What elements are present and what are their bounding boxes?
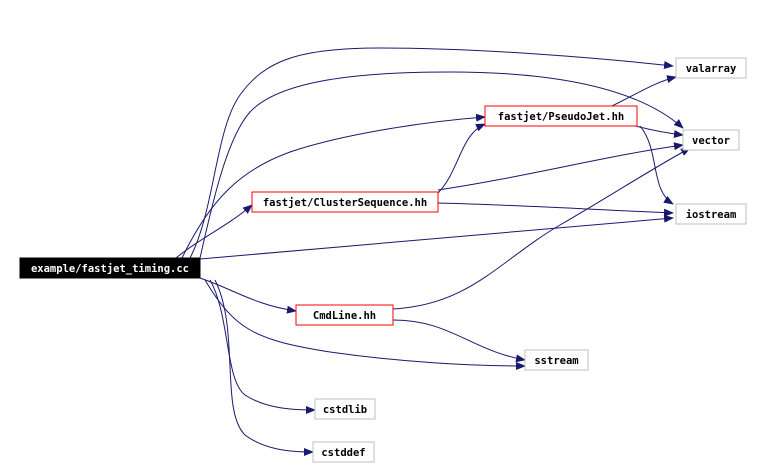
node-valarray[interactable]: valarray xyxy=(675,57,747,79)
node-root-label: example/fastjet_timing.cc xyxy=(31,263,189,275)
node-iostream-label: iostream xyxy=(686,209,737,221)
edge-root-to-sstream xyxy=(204,279,526,370)
node-root[interactable]: example/fastjet_timing.cc xyxy=(19,257,201,279)
edge-root-to-iostream xyxy=(199,214,674,260)
node-sstream-label: sstream xyxy=(534,355,578,367)
edge-pseudojet-to-valarray xyxy=(611,75,677,107)
edge-cmdline-to-vector xyxy=(392,147,691,310)
edge-root-to-pseudojet xyxy=(181,113,486,259)
node-cmdline[interactable]: CmdLine.hh xyxy=(295,304,394,326)
node-pseudojet-label: fastjet/PseudoJet.hh xyxy=(498,111,624,123)
edge-cmdline-to-sstream xyxy=(392,319,526,363)
edge-root-to-cstddef xyxy=(214,279,314,456)
node-cstdlib-label: cstdlib xyxy=(323,404,367,416)
edge-clustersequence-to-vector xyxy=(437,142,684,191)
edge-clustersequence-to-iostream xyxy=(437,202,674,217)
edge-root-to-cstdlib xyxy=(209,279,316,414)
node-vector-label: vector xyxy=(692,135,730,147)
node-valarray-label: valarray xyxy=(686,63,737,75)
node-cstddef[interactable]: cstddef xyxy=(312,441,375,463)
edge-root-to-valarray xyxy=(189,47,674,259)
edge-pseudojet-to-iostream xyxy=(639,125,674,205)
node-cmdline-label: CmdLine.hh xyxy=(313,310,376,322)
edge-clustersequence-to-pseudojet xyxy=(437,123,486,194)
edges xyxy=(175,47,691,456)
node-clustersequence[interactable]: fastjet/ClusterSequence.hh xyxy=(251,191,439,213)
edge-root-to-clustersequence xyxy=(175,204,253,259)
node-vector[interactable]: vector xyxy=(682,129,740,151)
node-pseudojet[interactable]: fastjet/PseudoJet.hh xyxy=(484,105,638,127)
edge-root-to-vector xyxy=(199,71,684,259)
node-clustersequence-label: fastjet/ClusterSequence.hh xyxy=(263,197,427,209)
node-iostream[interactable]: iostream xyxy=(675,203,747,225)
node-cstddef-label: cstddef xyxy=(321,447,365,459)
node-cstdlib[interactable]: cstdlib xyxy=(314,398,376,420)
node-sstream[interactable]: sstream xyxy=(524,349,589,371)
